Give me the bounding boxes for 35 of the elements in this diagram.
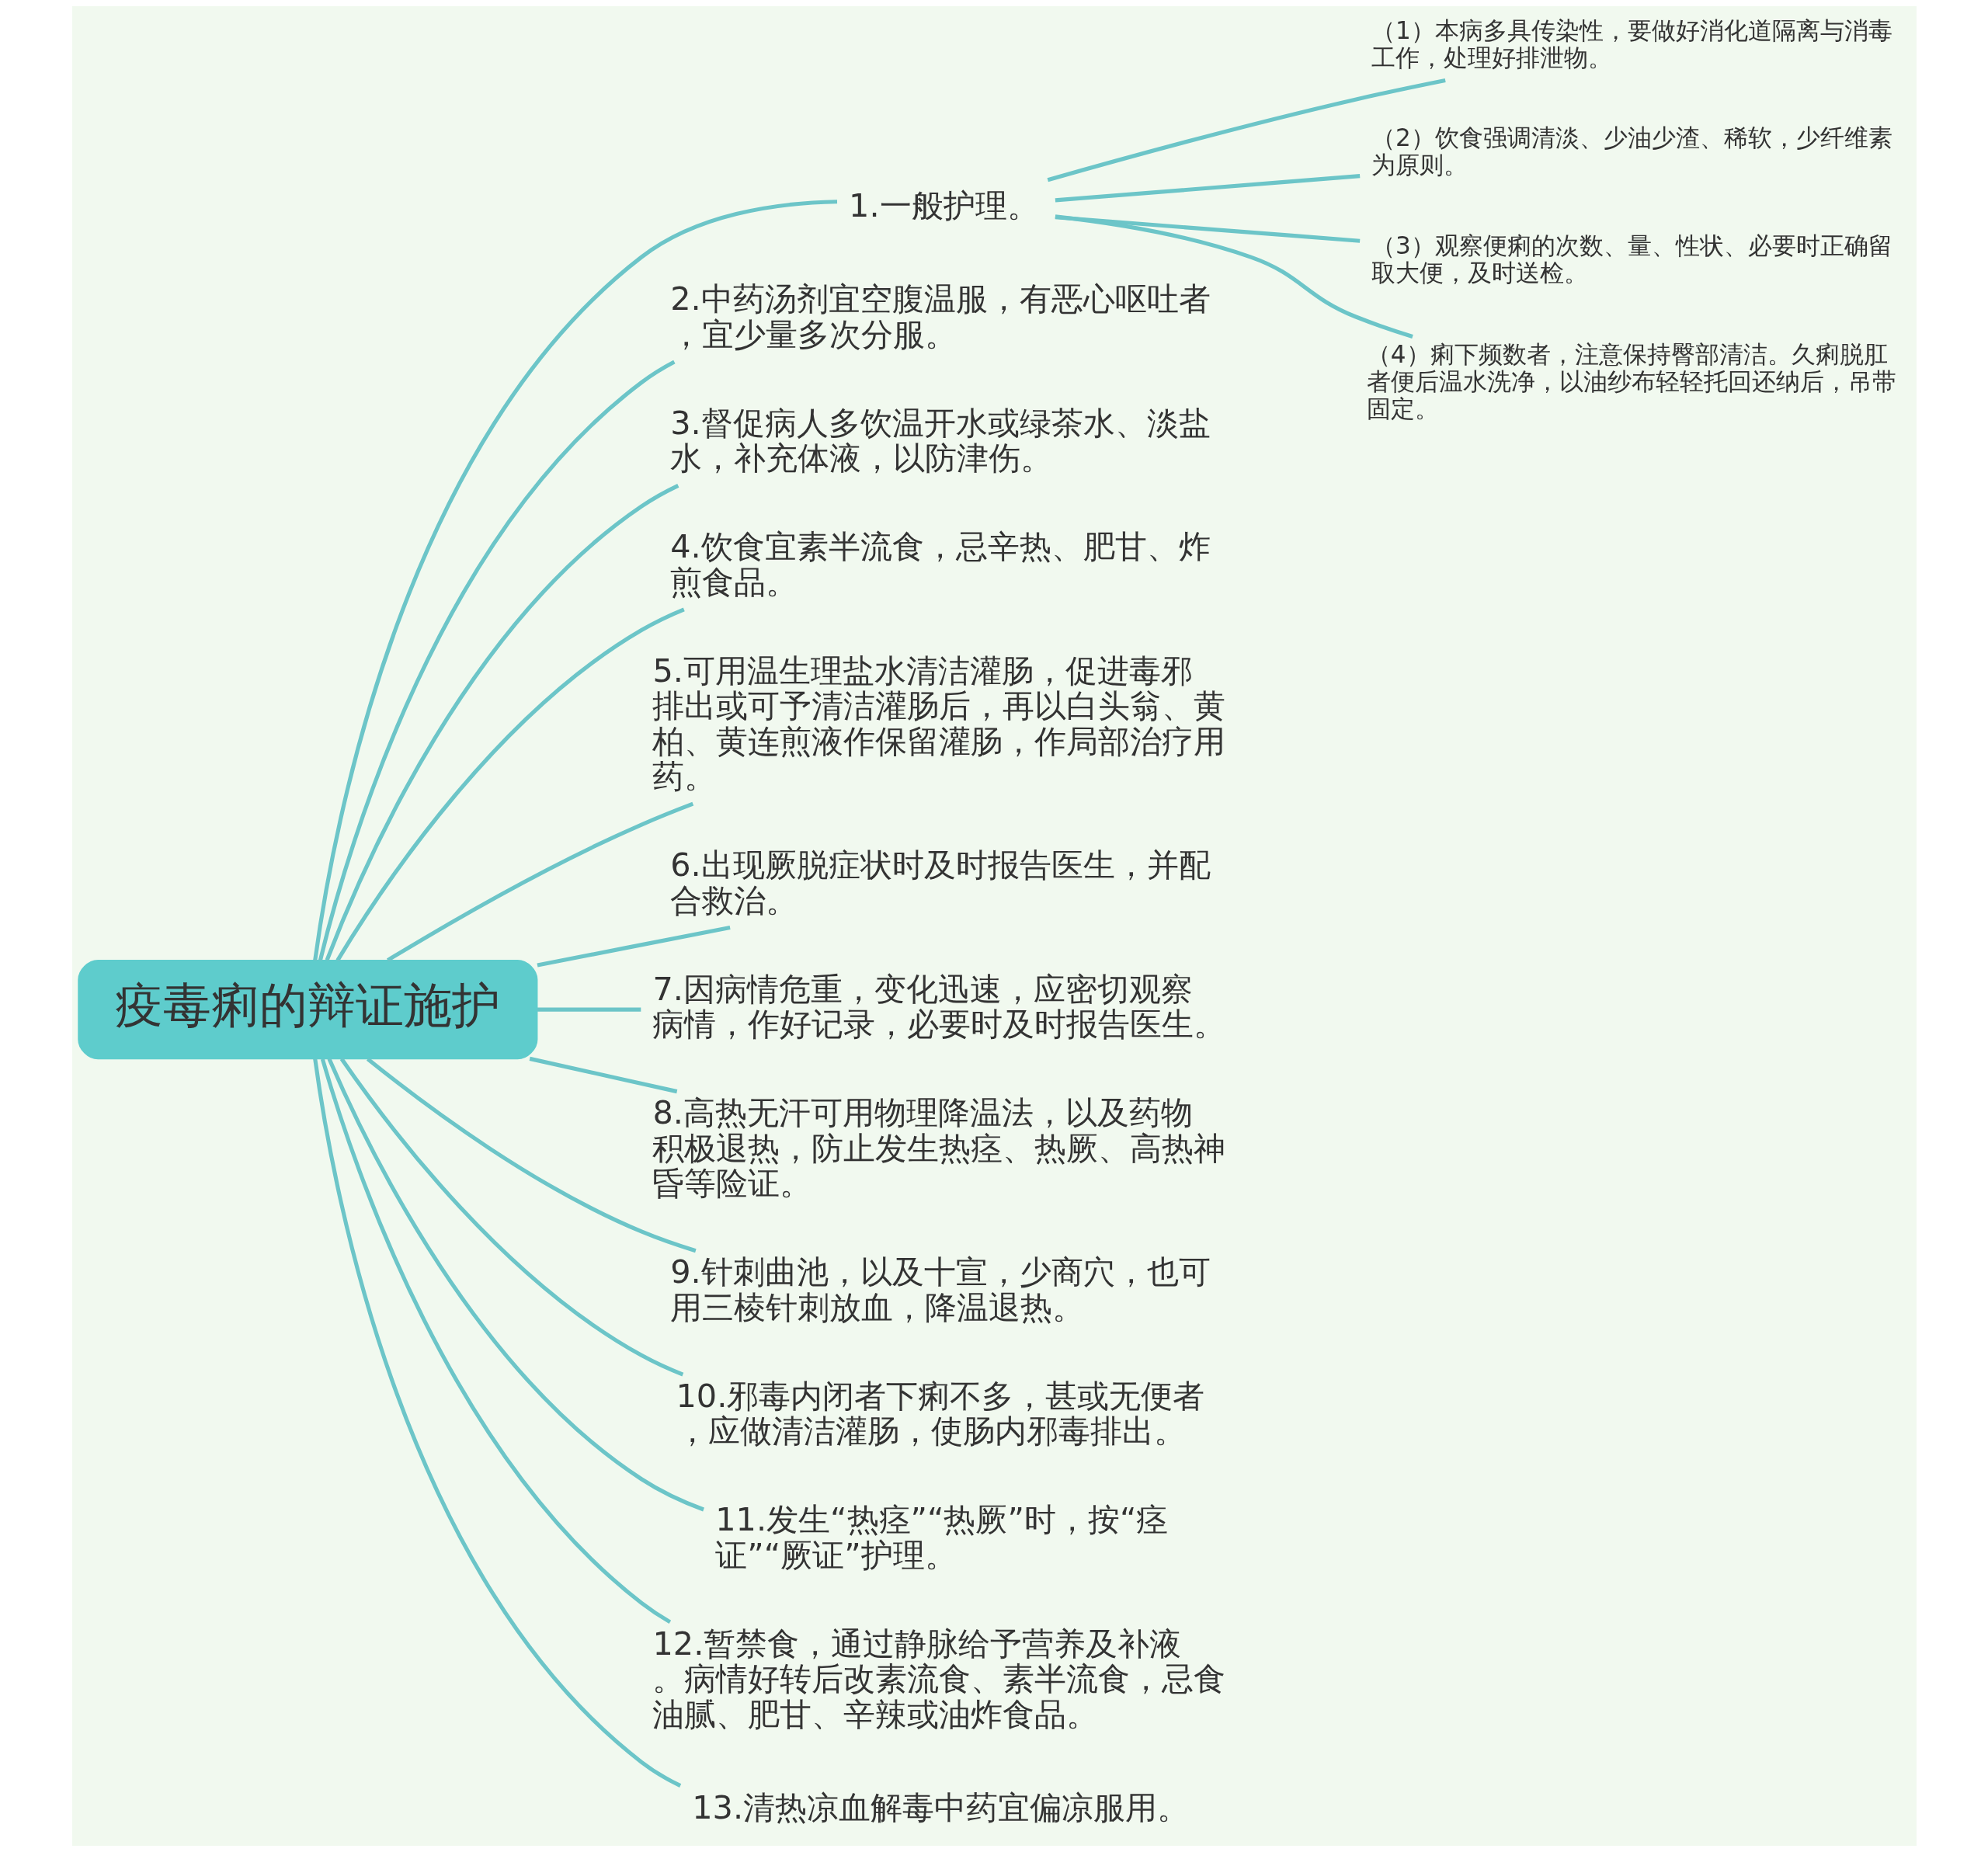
connector — [536, 926, 731, 968]
node-box: 疫毒痢的辩证施护 — [77, 960, 537, 1060]
node-text: 4.饮食宜素半流食，忌辛热、肥甘、炸煎食品。 — [669, 528, 1211, 601]
connector — [1055, 173, 1360, 203]
node-text: 5.可用温生理盐水清洁灌肠，促进毒邪排出或可予清洁灌肠后，再以白头翁、黄柏、黄连煎液作保留灌肠，作局部治疗用药。 — [652, 652, 1225, 796]
node-text: 7.因病情危重，变化迅速，应密切观察病情，作好记录，必要时及时报告医生。 — [652, 970, 1225, 1044]
connector — [327, 1058, 704, 1512]
connector — [1055, 214, 1413, 339]
node-text: 6.出现厥脱症状时及时报告医生，并配合救治。 — [669, 846, 1211, 919]
connector — [335, 607, 685, 962]
node-text: 2.中药汤剂宜空腹温服，有恶心呕吐者，宜少量多次分服。 — [669, 280, 1211, 354]
node-text: 12.暂禁食，通过静脉给予营养及补液。病情好转后改素流食、素半流食，忌食油腻、肥甘、辛辣或油炸食品。 — [652, 1624, 1225, 1733]
connector — [318, 360, 676, 961]
node-text: （1）本病多具传染性，要做好消化道隔离与消毒工作，处理好排泄物。 — [1371, 16, 1892, 71]
node-text: （4）痢下频数者，注意保持臀部清洁。久痢脱肛者便后温水洗净，以油纱布轻轻托回还纳后，吊带固定。 — [1366, 339, 1896, 423]
node-text: （2）饮食强调清淡、少油少渣、稀软，少纤维素为原则。 — [1371, 123, 1892, 179]
connector — [386, 801, 693, 962]
node-text: 10.邪毒内闭者下痢不多，甚或无便者，应做清洁灌肠，使肠内邪毒排出。 — [676, 1377, 1204, 1451]
node-text: （3）观察便痢的次数、量、性状、必要时正确留取大便，及时送检。 — [1371, 231, 1892, 287]
node-text: 3.督促病人多饮温开水或绿茶水、淡盐水，补充体液，以防津伤。 — [669, 404, 1211, 478]
connector — [312, 200, 837, 961]
node-text: 13.清热凉血解毒中药宜偏凉服用。 — [691, 1788, 1189, 1826]
connector — [537, 1007, 641, 1012]
node-text: 11.发生“热痉”“热厥”时，按“痉证”“厥证”护理。 — [714, 1501, 1168, 1574]
connector — [366, 1057, 697, 1253]
connector — [1055, 215, 1360, 243]
connector — [320, 1058, 671, 1624]
connector — [529, 1056, 677, 1094]
connector — [1047, 78, 1446, 182]
connector — [339, 1058, 683, 1377]
connector — [312, 1058, 681, 1788]
connector — [325, 483, 679, 961]
node-text: 9.针刺曲池，以及十宣，少商穴，也可用三棱针刺放血，降温退热。 — [669, 1253, 1211, 1326]
node-text: 8.高热无汗可用物理降温法，以及药物积极退热，防止发生热痉、热厥、高热神昏等险证。 — [652, 1094, 1225, 1203]
node-text: 1.一般护理。 — [848, 187, 1039, 225]
